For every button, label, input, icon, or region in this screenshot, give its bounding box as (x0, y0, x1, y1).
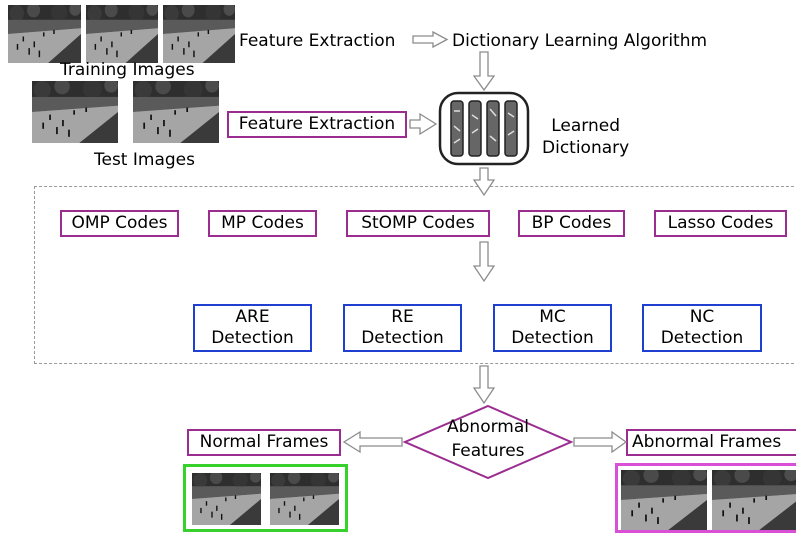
arrow-diamond-to-normal (342, 430, 403, 454)
omp-codes-box: OMP Codes (60, 210, 179, 237)
training-image-2 (86, 5, 158, 63)
dictionary-icon (438, 91, 530, 166)
are-detection-line1: ARE (235, 307, 270, 327)
are-detection-box: ARE Detection (193, 304, 312, 352)
test-image-1 (32, 81, 118, 143)
mp-codes-box: MP Codes (208, 210, 317, 237)
mc-detection-line2: Detection (511, 328, 594, 348)
abnormal-frame-2 (712, 470, 796, 530)
test-image-2 (133, 81, 219, 143)
abnormal-frames-container (615, 463, 796, 533)
are-detection-line2: Detection (211, 328, 294, 348)
abnormal-features-diamond (402, 404, 574, 480)
training-images-label: Training Images (60, 60, 195, 80)
nc-detection-line2: Detection (660, 328, 744, 348)
nc-detection-line1: NC (689, 307, 715, 327)
dictionary-learning-label: Dictionary Learning Algorithm (452, 31, 708, 51)
test-images-label: Test Images (94, 150, 195, 170)
re-detection-line2: Detection (361, 328, 444, 348)
feature-extraction-box: Feature Extraction (227, 111, 407, 138)
processing-region (34, 186, 796, 364)
feature-extraction-top-label: Feature Extraction (239, 31, 396, 51)
abnormal-frame-1 (621, 470, 707, 530)
abnormal-features-line2: Features (451, 441, 525, 461)
lasso-codes-box: Lasso Codes (654, 210, 787, 237)
training-image-3 (163, 5, 235, 63)
bp-codes-box: BP Codes (518, 210, 625, 237)
normal-frames-box: Normal Frames (187, 429, 341, 456)
training-image-1 (8, 5, 81, 63)
normal-frame-2 (270, 473, 339, 525)
normal-frames-container (183, 464, 348, 532)
mc-detection-line1: MC (539, 307, 566, 327)
arrow-fe-box-to-dictionary (409, 112, 438, 136)
re-detection-box: RE Detection (343, 304, 462, 352)
nc-detection-box: NC Detection (642, 304, 762, 352)
abnormal-frames-box: Abnormal Frames (626, 429, 796, 456)
learned-dictionary-label: Learned Dictionary (542, 116, 630, 158)
stomp-codes-box: StOMP Codes (346, 210, 490, 237)
arrow-fe-to-dict (412, 30, 449, 49)
re-detection-line1: RE (391, 307, 414, 327)
mc-detection-box: MC Detection (493, 304, 612, 352)
normal-frame-1 (192, 473, 261, 525)
arrow-diamond-to-abnormal (573, 430, 628, 454)
arrow-dict-to-learned (472, 51, 496, 92)
arrow-region-to-diamond (472, 365, 496, 405)
abnormal-features-line1: Abnormal (447, 417, 529, 437)
